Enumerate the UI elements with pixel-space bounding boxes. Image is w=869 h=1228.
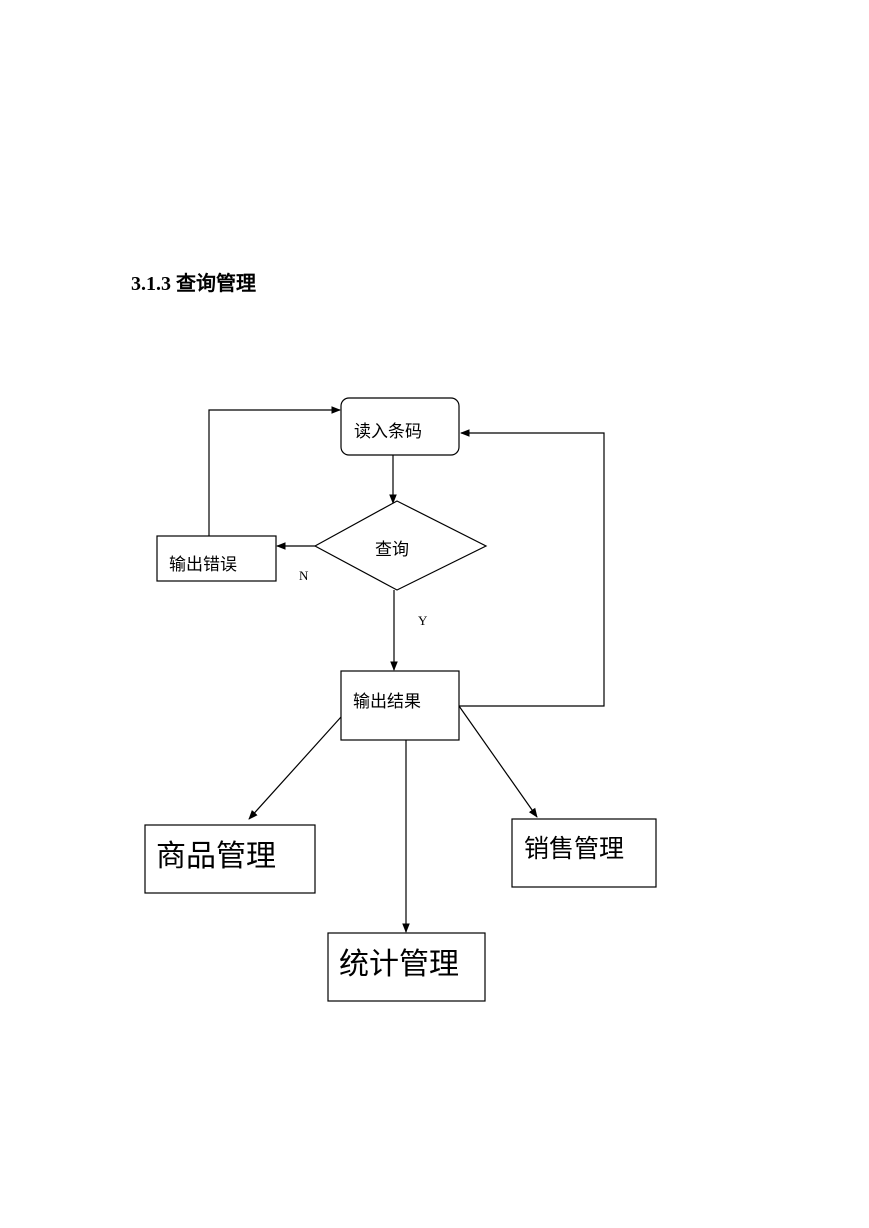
node-output-error-label: 输出错误 [169, 555, 237, 575]
node-goods-management: 商品管理 [144, 824, 316, 894]
edge-result-to-goods [248, 716, 342, 820]
edge-result-to-read-loop [459, 429, 605, 707]
node-read-barcode-label: 读入条码 [354, 422, 422, 442]
node-output-error: 输出错误 [156, 535, 277, 582]
edge-result-to-sales [458, 705, 538, 818]
node-sales-management: 销售管理 [511, 818, 657, 888]
node-statistics-management: 统计管理 [327, 932, 486, 1002]
edge-label-no: N [299, 568, 309, 583]
node-query-decision: 查询 [313, 500, 488, 591]
node-output-result: 输出结果 [340, 670, 460, 741]
node-read-barcode: 读入条码 [340, 397, 460, 456]
node-goods-management-label: 商品管理 [156, 839, 276, 874]
edge-error-to-read [208, 406, 341, 536]
node-statistics-management-label: 统计管理 [339, 947, 459, 982]
node-output-result-label: 输出结果 [353, 692, 421, 712]
edge-label-yes: Y [418, 613, 428, 628]
section-heading: 3.1.3 查询管理 [131, 273, 256, 295]
node-query-label: 查询 [375, 540, 409, 560]
node-sales-management-label: 销售管理 [524, 834, 624, 863]
